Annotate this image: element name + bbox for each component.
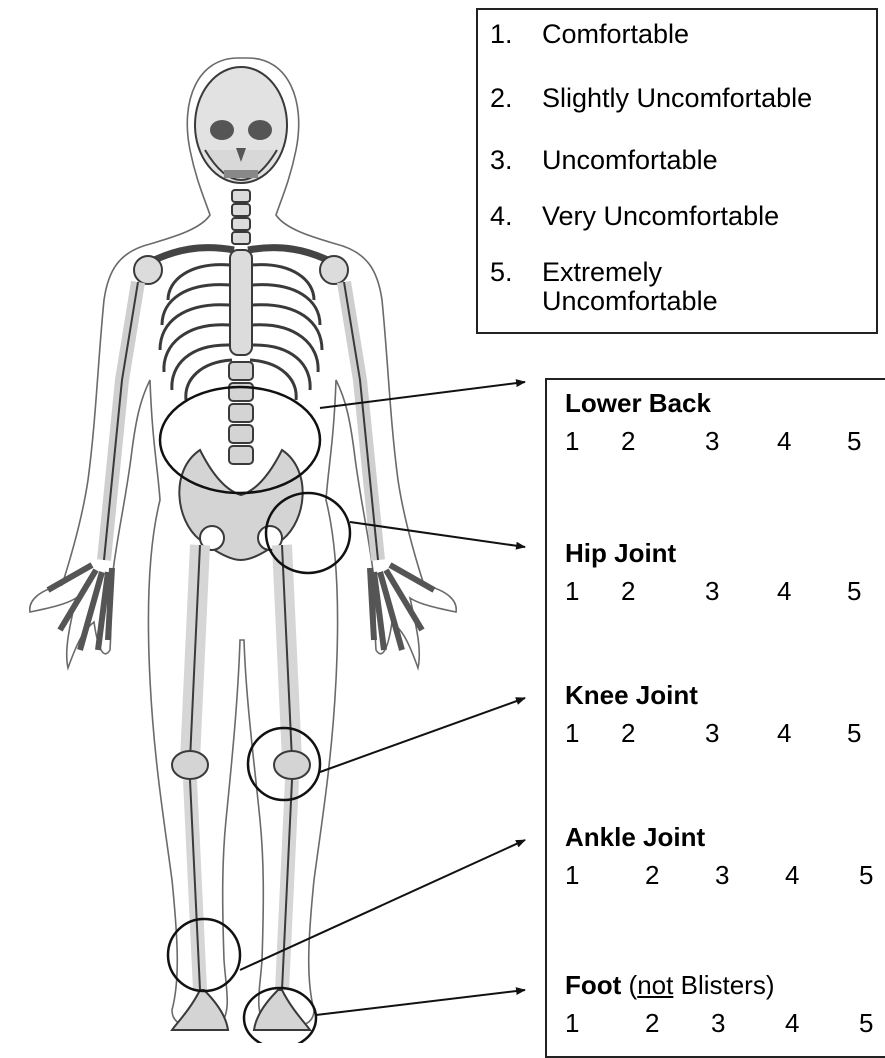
region-note-open: (	[629, 970, 638, 1000]
rating-option-2[interactable]: 2	[645, 1008, 659, 1039]
rating-scale: 1 2 3 4 5	[565, 718, 885, 752]
rating-option-1[interactable]: 1	[565, 860, 579, 891]
rating-option-1[interactable]: 1	[565, 576, 579, 607]
rating-option-3[interactable]: 3	[705, 426, 719, 457]
region-title-text: Foot	[565, 970, 621, 1000]
region-note-rest: Blisters)	[673, 970, 774, 1000]
legend-number: 3.	[490, 146, 530, 175]
legend-label: Uncomfortable	[542, 146, 882, 175]
rating-option-2[interactable]: 2	[621, 576, 635, 607]
region-title: Hip Joint	[565, 538, 885, 568]
rating-option-5[interactable]: 5	[847, 426, 861, 457]
region-ankle-joint: Ankle Joint 1 2 3 4 5	[565, 822, 885, 894]
legend-label: Comfortable	[542, 20, 882, 49]
rating-option-5[interactable]: 5	[859, 860, 873, 891]
legend-number: 1.	[490, 20, 530, 49]
region-title: Knee Joint	[565, 680, 885, 710]
region-hip-joint: Hip Joint 1 2 3 4 5	[565, 538, 885, 610]
rating-option-1[interactable]: 1	[565, 426, 579, 457]
foot-arrow	[316, 990, 525, 1015]
region-note: (not Blisters)	[629, 970, 775, 1000]
legend-label: Very Uncomfortable	[542, 202, 882, 231]
rating-scale: 1 2 3 4 5	[565, 1008, 885, 1042]
rating-option-3[interactable]: 3	[711, 1008, 725, 1039]
rating-option-1[interactable]: 1	[565, 1008, 579, 1039]
rating-option-2[interactable]: 2	[621, 426, 635, 457]
rating-option-2[interactable]: 2	[645, 860, 659, 891]
rating-option-5[interactable]: 5	[847, 576, 861, 607]
rating-option-5[interactable]: 5	[859, 1008, 873, 1039]
rating-option-4[interactable]: 4	[777, 426, 791, 457]
rating-option-2[interactable]: 2	[621, 718, 635, 749]
lower-back-arrow	[320, 382, 525, 408]
rating-option-3[interactable]: 3	[715, 860, 729, 891]
region-title: Ankle Joint	[565, 822, 885, 852]
rating-option-4[interactable]: 4	[785, 860, 799, 891]
legend-number: 2.	[490, 84, 530, 113]
rating-scale: 1 2 3 4 5	[565, 860, 885, 894]
pelvis	[179, 450, 302, 560]
rating-legend: 1. Comfortable 2. Slightly Uncomfortable…	[476, 8, 878, 334]
region-note-underlined: not	[637, 970, 673, 1000]
region-title: Foot (not Blisters)	[565, 970, 885, 1000]
legend-number: 5.	[490, 258, 530, 287]
region-knee-joint: Knee Joint 1 2 3 4 5	[565, 680, 885, 752]
region-title: Lower Back	[565, 388, 885, 418]
rating-option-1[interactable]: 1	[565, 718, 579, 749]
rating-option-5[interactable]: 5	[847, 718, 861, 749]
rating-option-3[interactable]: 3	[705, 576, 719, 607]
rating-option-4[interactable]: 4	[777, 576, 791, 607]
legend-label: Slightly Uncomfortable	[542, 84, 882, 113]
region-rating-panel: Lower Back 1 2 3 4 5 Hip Joint 1 2 3 4 5…	[545, 378, 885, 1058]
legend-number: 4.	[490, 202, 530, 231]
region-foot: Foot (not Blisters) 1 2 3 4 5	[565, 970, 885, 1042]
rating-option-4[interactable]: 4	[785, 1008, 799, 1039]
knee-joint-arrow	[320, 698, 525, 772]
rating-option-4[interactable]: 4	[777, 718, 791, 749]
rating-scale: 1 2 3 4 5	[565, 426, 885, 460]
region-lower-back: Lower Back 1 2 3 4 5	[565, 388, 885, 460]
legend-label: Extremely Uncomfortable	[542, 258, 882, 316]
rating-scale: 1 2 3 4 5	[565, 576, 885, 610]
rating-option-3[interactable]: 3	[705, 718, 719, 749]
